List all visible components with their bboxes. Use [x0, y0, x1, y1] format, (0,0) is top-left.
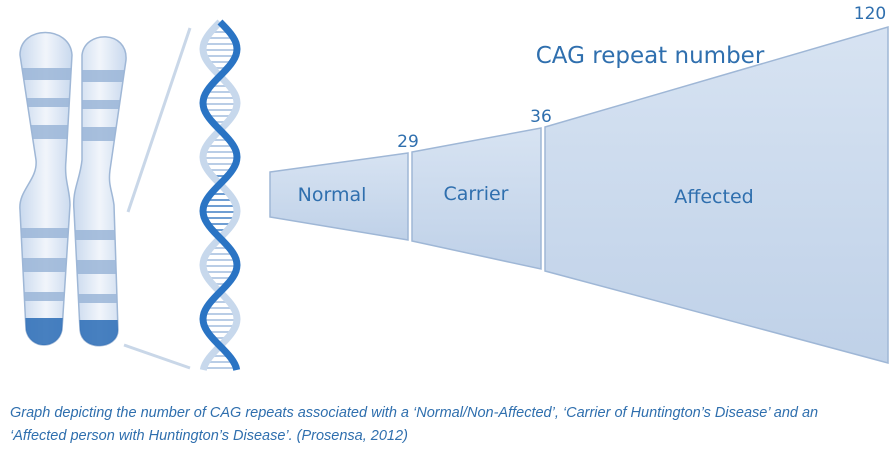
segment-label-carrier: Carrier — [444, 183, 509, 205]
repeat-segments — [269, 26, 889, 364]
dna-helix-icon — [199, 19, 241, 371]
figure-caption: Graph depicting the number of CAG repeat… — [10, 405, 819, 444]
segment-affected — [544, 26, 889, 364]
threshold-120: 120 — [854, 4, 886, 24]
threshold-36: 36 — [530, 107, 552, 127]
diagram-title: CAG repeat number — [536, 43, 765, 69]
zoom-lines — [123, 27, 192, 370]
segment-normal — [269, 152, 409, 241]
dna-strand-light — [199, 19, 241, 371]
threshold-29: 29 — [397, 132, 419, 152]
segment-carrier — [411, 127, 542, 270]
segment-label-normal: Normal — [298, 184, 367, 206]
segment-label-affected: Affected — [674, 186, 753, 208]
dna-strand-dark — [199, 19, 241, 371]
chromosome-icon — [19, 31, 127, 347]
